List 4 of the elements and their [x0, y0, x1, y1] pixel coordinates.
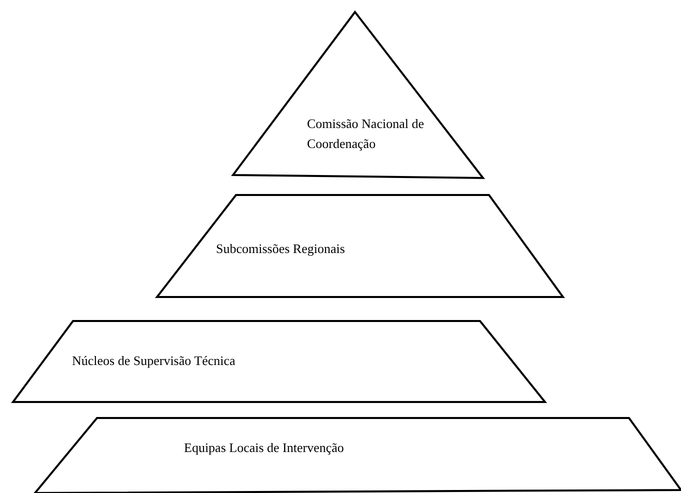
level-label: Subcomissões Regionais	[216, 240, 345, 258]
level-label: Equipas Locais de Intervenção	[184, 439, 344, 457]
level-label: Comissão Nacional de Coordenação	[307, 115, 425, 153]
level-label: Núcleos de Supervisão Técnica	[72, 352, 236, 370]
